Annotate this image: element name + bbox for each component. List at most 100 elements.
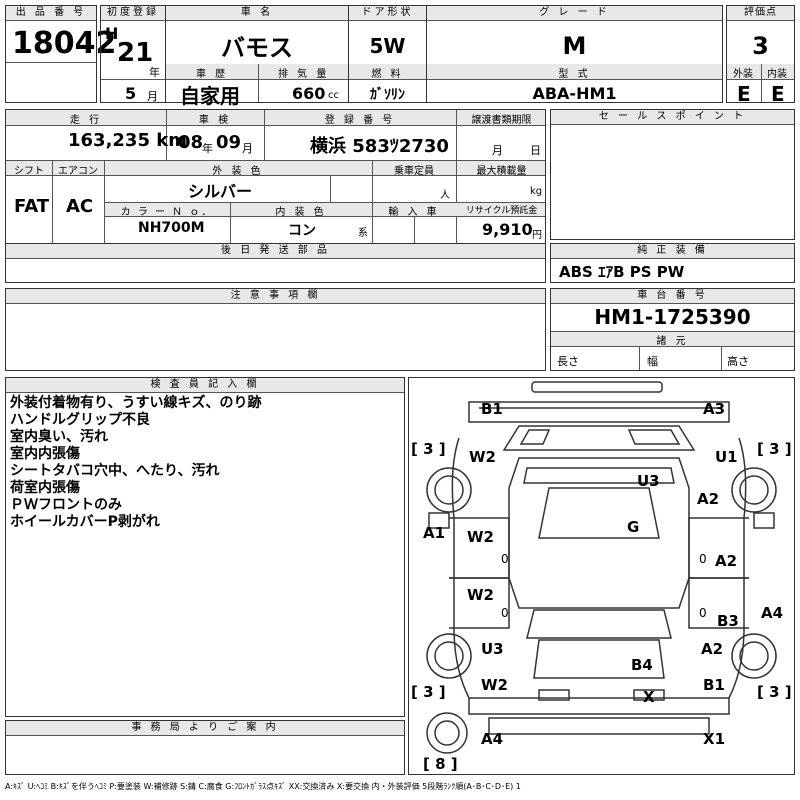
inspector-label: 検 査 員 記 入 欄 (6, 378, 404, 393)
door-value: 5W (369, 34, 406, 58)
inspection-year-unit: 年 (202, 142, 213, 155)
mark-b1-right-back: B1 (703, 676, 725, 694)
caution-box: 注 意 事 項 欄 (5, 288, 546, 371)
import-label: 輸 入 車 (388, 207, 440, 218)
grade-label: グ レ ー ド (427, 6, 722, 21)
inspector-note-line: 荷室内張傷 (10, 480, 80, 496)
door-box: ドア形状 5W 燃 料 ｶﾞｿﾘﾝ (349, 5, 427, 103)
shift-value: FAT (14, 196, 50, 217)
mark-x1-bottom: X1 (703, 730, 726, 748)
specs-length: 長さ (557, 355, 579, 368)
later-parts-label: 後 日 発 送 部 品 (6, 244, 545, 259)
model-label: 型 式 (558, 69, 591, 80)
max-load-label: 最大積載量 (476, 166, 527, 177)
mark-a4-right: A4 (761, 604, 784, 622)
mark-u3-hood: U3 (637, 472, 660, 490)
mark-x-rear: X (643, 688, 655, 706)
recycle-value: 9,910 (482, 220, 533, 239)
mark-u3-left-rear: U3 (481, 640, 504, 658)
shift-label: シフト (14, 166, 44, 177)
tire-rear-right: [ 3 ] (757, 683, 792, 701)
first-reg-label: 初度登録 (101, 6, 165, 21)
int-color-unit: 系 (358, 228, 368, 239)
color-no-label: カ ラ ー Ｎ ｏ． (120, 207, 214, 218)
transfer-day-unit: 日 (530, 144, 541, 157)
first-reg-month: 5 (125, 84, 137, 103)
score-label: 評価点 (727, 6, 794, 21)
displacement-label: 排 気 量 (278, 69, 330, 80)
reg-no-value: 横浜 583ﾂ2730 (310, 136, 449, 157)
recycle-unit: 円 (532, 230, 542, 241)
transfer-label: 譲渡書類期限 (471, 115, 532, 126)
car-name-value: バモス (221, 34, 293, 62)
specs-label: 諸 元 (656, 336, 689, 347)
transfer-month-unit: 月 (492, 144, 503, 157)
caution-label: 注 意 事 項 欄 (6, 289, 545, 304)
mark-b3-right: B3 (717, 612, 739, 630)
mark-zero-1: 0 (501, 552, 509, 566)
genuine-box: 純 正 装 備 ABS ｴｱB PS PW (550, 243, 795, 283)
mileage-value: 163,235 km (68, 130, 187, 151)
capacity-unit: 人 (440, 190, 450, 201)
sales-point-label: セ ー ル ス ポ イ ン ト (551, 110, 794, 125)
inspection-year: 08 (178, 132, 204, 153)
mark-w2-left-1: W2 (467, 528, 494, 546)
first-reg-box: 初度登録 H 21 年 5 月 (100, 5, 166, 103)
tire-front-right: [ 3 ] (757, 440, 792, 458)
mark-w2-left-back: W2 (481, 676, 508, 694)
int-grade-value: E (771, 82, 785, 106)
inspection-label: 車 検 (198, 115, 232, 126)
history-label: 車 歴 (196, 69, 229, 80)
ext-color-label: 外 装 色 (212, 166, 264, 177)
car-name-box: 車 名 バモス 車 歴 排 気 量 自家用 660 cc (166, 5, 349, 108)
chassis-value: HM1-1725390 (594, 305, 751, 329)
mark-u1-right-front: U1 (715, 448, 738, 466)
inspector-note-line: ホイールカバーP剥がれ (10, 514, 160, 530)
inspection-month: 09 (216, 132, 242, 153)
aircon-value: AC (66, 196, 94, 217)
ext-color-value: シルバー (188, 182, 253, 201)
history-value: 自家用 (180, 84, 240, 108)
recycle-label: リサイクル預託金 (465, 206, 538, 216)
inspector-note-line: ハンドルグリップ不良 (10, 412, 150, 428)
inspector-note-line: 室内内張傷 (10, 446, 80, 462)
lot-value: 18042 (12, 26, 117, 61)
mark-b4: B4 (631, 656, 653, 674)
inspector-notes: 外装付着物有り、うすい線キズ、のり跡ハンドルグリップ不良室内臭い、汚れ室内内張傷… (10, 395, 261, 531)
office-label: 事 務 局 よ り ご 案 内 (6, 721, 404, 736)
mark-a3-top: A3 (703, 400, 726, 418)
reg-no-label: 登 録 番 号 (324, 115, 396, 126)
grade-value: M (562, 32, 587, 60)
later-parts-box: 後 日 発 送 部 品 (5, 243, 546, 283)
specs-height: 高さ (727, 355, 749, 368)
door-label: ドア形状 (349, 6, 426, 21)
grade-box: グ レ ー ド M 型 式 ABA-HM1 (427, 5, 723, 103)
first-reg-year: 21 (117, 38, 154, 68)
ext-grade-value: E (737, 82, 751, 106)
mark-a2-right-2: A2 (715, 552, 738, 570)
mark-b1-top: B1 (481, 400, 503, 418)
car-name-label: 車 名 (166, 6, 348, 21)
damage-diagram: B1 A3 W2 U1 U3 A2 G A1 W2 0 0 A2 W2 0 0 … (408, 377, 795, 775)
first-reg-month-unit: 月 (147, 90, 158, 103)
mark-a1: A1 (423, 524, 446, 542)
mark-a2-right-1: A2 (697, 490, 720, 508)
mark-w2-left-2: W2 (467, 586, 494, 604)
mark-g: G (627, 518, 640, 536)
tire-front-left: [ 3 ] (411, 440, 446, 458)
inspector-box: 検 査 員 記 入 欄 外装付着物有り、うすい線キズ、のり跡ハンドルグリップ不良… (5, 377, 405, 717)
inspection-month-unit: 月 (242, 142, 253, 155)
inspector-note-line: シートタバコ穴中、へたり、汚れ (10, 463, 220, 479)
displacement-unit: cc (328, 90, 339, 101)
car-diagram-svg (426, 381, 777, 754)
genuine-value: ABS ｴｱB PS PW (559, 263, 685, 281)
model-value: ABA-HM1 (532, 84, 617, 103)
int-grade-label: 内装 (767, 69, 787, 80)
color-no-value: NH700M (138, 220, 205, 236)
legend: A:ｷｽﾞ U:ﾍｺﾐ B:ｷｽﾞを伴うﾍｺﾐ P:要塗装 W:補修跡 S:錆 … (5, 782, 521, 791)
detail-grid: 走 行 車 検 登 録 番 号 譲渡書類期限 163,235 km 08 年 0… (5, 109, 546, 244)
mark-zero-3: 0 (501, 606, 509, 620)
tire-rear-left: [ 3 ] (411, 683, 446, 701)
fuel-label: 燃 料 (371, 69, 404, 80)
fuel-value: ｶﾞｿﾘﾝ (370, 87, 405, 103)
